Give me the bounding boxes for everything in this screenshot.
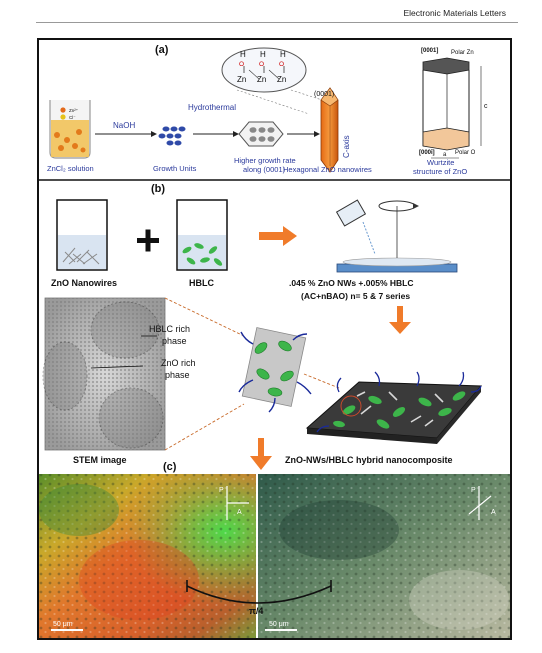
arrow-growth-head [314, 131, 320, 137]
panel-c-label: (c) [163, 461, 177, 473]
hblc-vial-icon [176, 199, 228, 271]
higher-rate-line1: Higher growth rate [234, 156, 296, 165]
polarizer-cross-left [226, 486, 249, 520]
zno-rich-line2: phase [165, 370, 190, 380]
arrow-naoh-head [151, 131, 157, 137]
scale-label-right: 50 μm [269, 621, 289, 628]
arrow-down-c-icon [250, 438, 272, 470]
a-label-left: A [237, 509, 242, 516]
plus-icon [137, 229, 159, 252]
panel-a: (a) Zn²⁺ Cl⁻ ZnCl₂ solution NaOH Growth … [39, 40, 510, 180]
h-atom-1: H [240, 50, 246, 59]
angle-label: π/4 [249, 606, 263, 616]
arrow-right-icon [259, 226, 297, 246]
zn-atom-2: Zn [257, 75, 266, 84]
stem-image [42, 297, 166, 451]
composition-line1: .045 % ZnO NWs +.005% HBLC [289, 278, 413, 288]
h-atom-3: H [280, 50, 286, 59]
nanowire-icon [320, 87, 339, 173]
polar-o-label: Polar O [455, 150, 476, 156]
hexagon-units [249, 127, 275, 142]
hblc-label: HBLC [189, 278, 214, 288]
wurtzite-line1: Wurtzite [427, 158, 454, 167]
top-plane-label: [0001] [421, 48, 438, 54]
panel-b-label: (b) [151, 183, 165, 195]
arrow-down-icon [389, 306, 411, 334]
micrograph-right [258, 474, 510, 638]
spin-coater-icon [335, 199, 458, 273]
nanowire-label: Hexagonal ZnO nanowires [283, 165, 372, 174]
zn-atom-3: Zn [277, 75, 286, 84]
p-label-right: P [471, 487, 476, 494]
hydrothermal-label: Hydrothermal [188, 103, 236, 112]
composite-label: ZnO-NWs/HBLC hybrid nanocomposite [285, 455, 453, 465]
beaker-label: ZnCl₂ solution [47, 164, 94, 173]
scale-label-left: 50 μm [53, 621, 73, 628]
cl-ion-label: Cl⁻ [69, 115, 76, 120]
nanowires-label: ZnO Nanowires [51, 278, 117, 288]
molecule-zoom-icon [238, 327, 312, 413]
beaker-icon [49, 100, 91, 159]
zn-atom-1: Zn [237, 75, 246, 84]
figure: (a) Zn²⁺ Cl⁻ ZnCl₂ solution NaOH Growth … [37, 38, 512, 640]
o-atom-2: O [259, 61, 264, 68]
panel-a-label: (a) [155, 44, 169, 56]
hexagon-icon [238, 121, 284, 147]
micrograph-left [39, 474, 257, 638]
journal-name: Electronic Materials Letters [403, 8, 506, 18]
c-axis-label: C-axis [342, 135, 351, 158]
polar-zn-label: Polar Zn [451, 50, 474, 56]
bottom-plane-label: [000ī] [419, 150, 435, 156]
o-atom-1: O [239, 61, 244, 68]
a-param-label: a [443, 152, 447, 158]
arrow-hydrothermal-head [233, 131, 239, 137]
p-label-left: P [219, 487, 224, 494]
o-atom-3: O [279, 61, 284, 68]
zoom-lines [164, 297, 340, 451]
a-label-right: A [491, 509, 496, 516]
c-param-label: c [484, 103, 488, 110]
panel-b: (b) ZnO Nanowires [42, 183, 483, 470]
hblc-rich-line2: phase [162, 336, 187, 346]
polarizer-cross-right [468, 486, 492, 520]
composition-line2: (AC+nBAO) n= 5 & 7 series [301, 291, 410, 301]
plane-label: (0001) [314, 91, 334, 98]
zno-rich-line1: ZnO rich [161, 358, 196, 368]
growth-units-label: Growth Units [153, 164, 197, 173]
h-atom-2: H [260, 50, 266, 59]
nanowire-vial-icon [56, 199, 108, 271]
wurtzite-icon [422, 57, 482, 159]
growth-units-icon [158, 126, 186, 146]
header-rule [36, 22, 518, 23]
figure-canvas: (a) Zn²⁺ Cl⁻ ZnCl₂ solution NaOH Growth … [39, 40, 510, 638]
hblc-rich-line1: HBLC rich [149, 324, 190, 334]
composite-film-icon [305, 371, 483, 444]
naoh-label: NaOH [113, 121, 135, 130]
higher-rate-line2: along (0001) [243, 165, 286, 174]
zn-ion-label: Zn²⁺ [69, 108, 79, 113]
rotation-arc [186, 585, 332, 604]
wurtzite-line2: structure of ZnO [413, 167, 467, 176]
surface-callout [221, 47, 323, 115]
panel-c: (c) P A P A π/4 [39, 461, 510, 638]
stem-label: STEM image [73, 455, 127, 465]
